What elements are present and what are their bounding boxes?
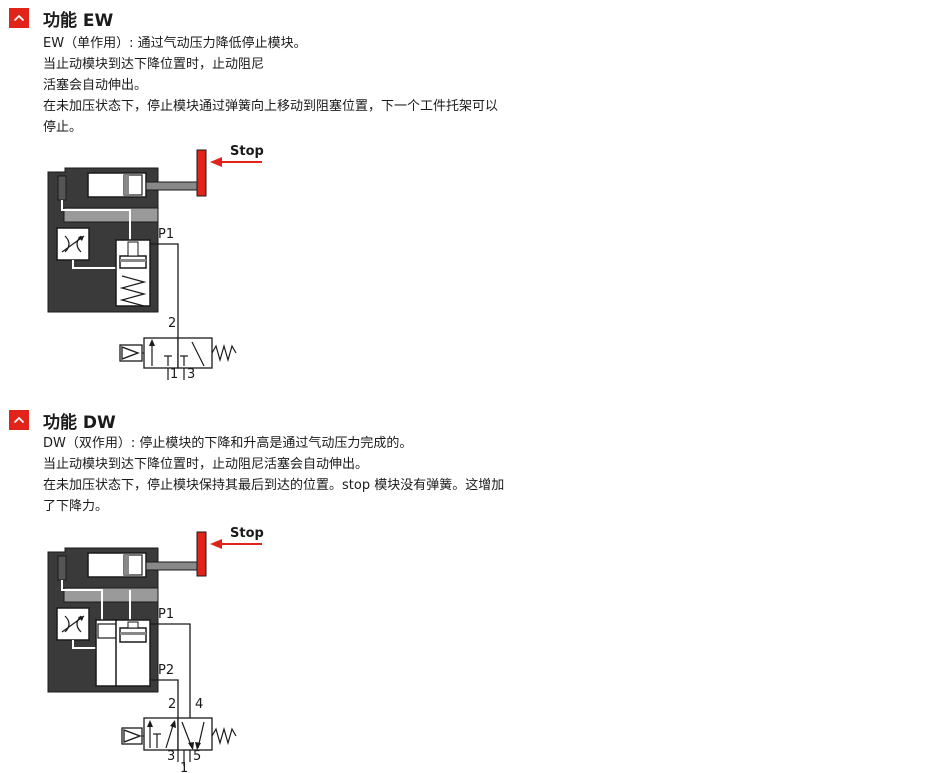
valve-box-right: [177, 717, 213, 751]
valve-port-5: 5: [193, 749, 201, 764]
valve-actuator: [121, 346, 140, 360]
spring: [119, 275, 147, 307]
section-description: DW（双作用）: 停止模块的下降和升高是通过气动压力完成的。 当止动模块到达下降…: [43, 433, 563, 517]
valve-box-left: [143, 337, 179, 369]
valve-port-3: 3: [187, 367, 195, 382]
description-line: 当止动模块到达下降位置时，止动阻尼活塞会自动伸出。: [43, 457, 369, 472]
section-title: 功能 EW: [43, 10, 114, 31]
section-ew-header[interactable]: 功能 EW: [9, 6, 114, 31]
section-dw-header[interactable]: 功能 DW: [9, 408, 116, 433]
section-description: EW（单作用）: 通过气动压力降低停止模块。 当止动模块到达下降位置时，止动阻尼…: [43, 33, 563, 138]
valve-box-right: [177, 337, 213, 369]
stop-arrow-head: [210, 157, 222, 167]
valve-spring: [211, 343, 237, 363]
valve-port-1: 1: [180, 761, 188, 773]
piston-rod: [145, 561, 198, 571]
valve-port-4: 4: [195, 697, 203, 712]
port-label-p1: P1: [158, 607, 174, 622]
valve-port-3: 3: [167, 749, 175, 764]
stop-label: Stop: [230, 144, 264, 159]
piston-rod: [145, 181, 198, 191]
chevron-up-icon[interactable]: [9, 8, 29, 28]
description-line: 停止。: [43, 120, 83, 135]
description-line: 在未加压状态下，停止模块通过弹簧向上移动到阻塞位置，下一个工件托架可以: [43, 99, 499, 114]
description-line: 当止动模块到达下降位置时，止动阻尼: [43, 57, 265, 72]
section-title: 功能 DW: [43, 412, 116, 433]
stop-pin: [196, 531, 207, 577]
stop-label: Stop: [230, 526, 264, 541]
description-line: DW（双作用）: 停止模块的下降和升高是通过气动压力完成的。: [43, 436, 413, 451]
stop-pin: [196, 149, 207, 197]
stop-arrow-head: [210, 539, 222, 549]
valve-port-2: 2: [168, 697, 176, 712]
chevron-up-icon[interactable]: [9, 410, 29, 430]
description-line: 活塞会自动伸出。: [43, 78, 148, 93]
description-line: 在未加压状态下，停止模块保持其最后到达的位置。stop 模块没有弹簧。这增加: [43, 478, 505, 493]
valve-port-1: 1: [170, 367, 178, 382]
stop-module-diagram-ew: Stop P1 2: [47, 144, 264, 382]
valve-port-2: 2: [168, 316, 176, 331]
stop-module-diagram-dw: Stop P1 P2 2 4: [47, 526, 264, 773]
port-label-p1: P1: [158, 227, 174, 242]
valve-actuator: [123, 729, 142, 743]
description-line: 了下降力。: [43, 499, 109, 514]
port-label-p2: P2: [158, 663, 174, 678]
description-line: EW（单作用）: 通过气动压力降低停止模块。: [43, 36, 307, 51]
valve-spring: [211, 726, 237, 746]
